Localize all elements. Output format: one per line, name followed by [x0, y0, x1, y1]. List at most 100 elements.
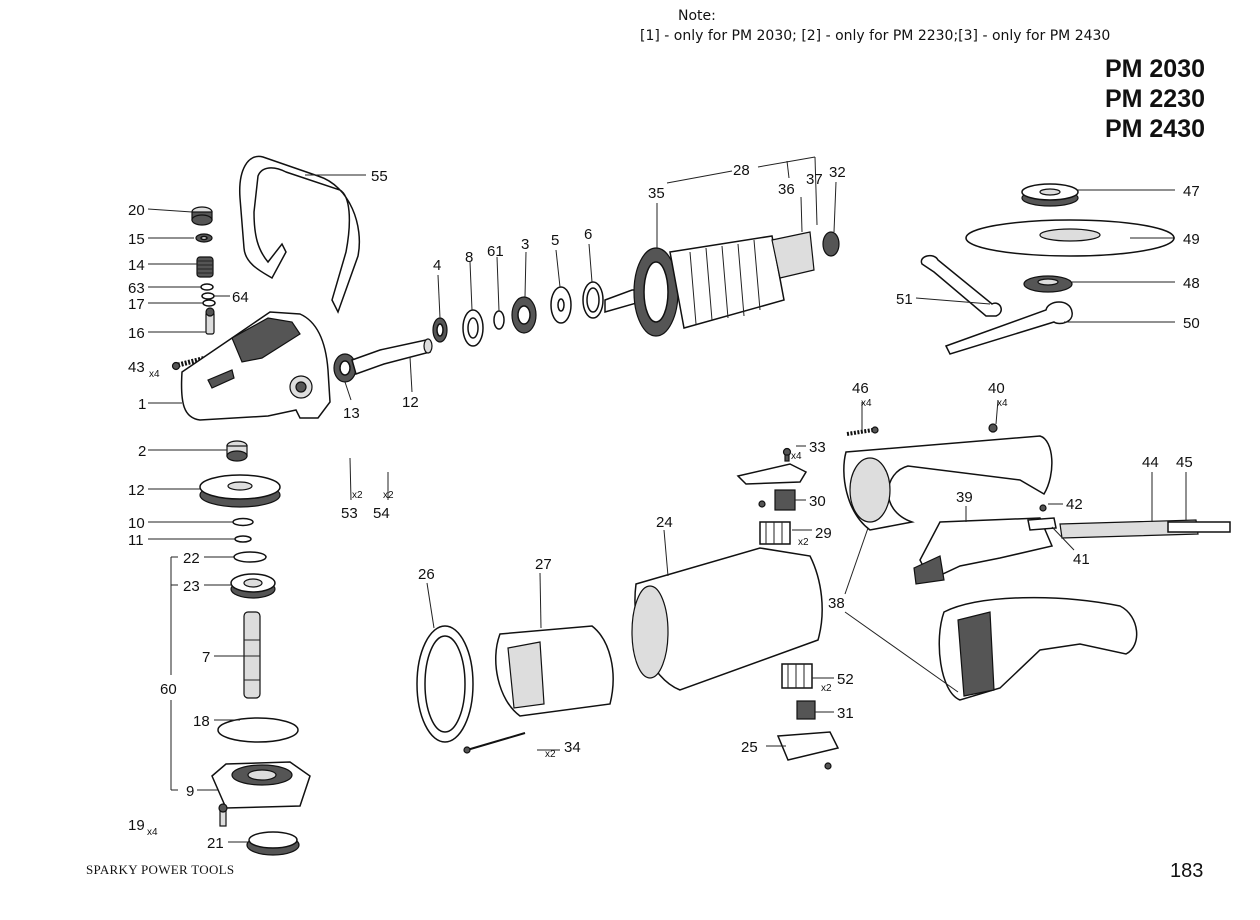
- label-64: 64: [232, 289, 249, 306]
- label-30: 30: [809, 493, 826, 510]
- part-31-filter: [796, 700, 816, 720]
- label-28: 28: [733, 162, 750, 179]
- quantity-46: x4: [861, 398, 872, 409]
- part-12-gear-wheel: [199, 474, 281, 508]
- part-48-flange: [1023, 275, 1073, 293]
- label-26: 26: [418, 566, 435, 583]
- part-3-bearing: [511, 296, 537, 334]
- part-42-screw: [1039, 504, 1047, 512]
- part-61-ring: [493, 310, 505, 330]
- note: Note: [1] - only for PM 2030; [2] - only…: [640, 6, 1160, 46]
- part-30-filter: [758, 489, 796, 511]
- label-27: 27: [535, 556, 552, 573]
- note-title: Note:: [678, 8, 716, 24]
- label-37: 37: [806, 171, 823, 188]
- label-60: 60: [160, 681, 177, 698]
- part-51-wrench: [920, 254, 1002, 317]
- part-14-spring: [196, 256, 214, 278]
- label-35: 35: [648, 185, 665, 202]
- part-17-ring: [202, 299, 216, 307]
- label-38: 38: [828, 595, 845, 612]
- part-45-cable: [1167, 521, 1231, 533]
- leader-lines: [147, 156, 1187, 843]
- label-19: 19: [128, 817, 145, 834]
- part-44-cable-protector: [1059, 519, 1199, 539]
- label-18: 18: [193, 713, 210, 730]
- part-18-o-ring: [217, 717, 299, 743]
- label-25: 25: [741, 739, 758, 756]
- part-41-clamp: [1027, 517, 1057, 531]
- label-48: 48: [1183, 275, 1200, 292]
- part-15-washer: [195, 233, 213, 243]
- part-46-screw: [846, 426, 879, 436]
- label-3: 3: [521, 236, 529, 253]
- model-list: PM 2030 PM 2230 PM 2430: [1105, 54, 1205, 144]
- part-12-shaft: [351, 338, 433, 375]
- part-16-pin: [205, 307, 215, 335]
- quantity-40: x4: [997, 398, 1008, 409]
- label-39: 39: [956, 489, 973, 506]
- label-10: 10: [128, 515, 145, 532]
- part-43-screw: [171, 352, 219, 371]
- label-12-gear: 12: [128, 482, 145, 499]
- part-20-nut: [191, 206, 213, 226]
- label-11: 11: [128, 532, 144, 549]
- quantity-43: x4: [149, 369, 160, 380]
- part-4-bearing-shield: [432, 317, 448, 343]
- label-45: 45: [1176, 454, 1193, 471]
- label-7: 7: [202, 649, 210, 666]
- label-29: 29: [815, 525, 832, 542]
- label-9: 9: [186, 783, 194, 800]
- part-40-screw: [988, 423, 998, 433]
- page-number: 183: [1170, 860, 1204, 882]
- label-1: 1: [138, 396, 146, 413]
- part-23-bearing: [230, 573, 276, 599]
- label-53: 53: [341, 505, 358, 522]
- quantity-54: x2: [383, 490, 394, 501]
- label-42: 42: [1066, 496, 1083, 513]
- part-8-ring: [462, 309, 484, 347]
- label-15: 15: [128, 231, 145, 248]
- label-23: 23: [183, 578, 200, 595]
- label-8: 8: [465, 249, 473, 266]
- quantity-19: x4: [147, 827, 158, 838]
- part-36-cover: [736, 463, 808, 485]
- part-55-handle: [239, 155, 361, 314]
- quantity-34: x2: [545, 749, 556, 760]
- quantity-29: x2: [798, 537, 809, 548]
- part-24-motor-housing: [631, 547, 823, 691]
- label-41: 41: [1073, 551, 1090, 568]
- label-13: 13: [343, 405, 360, 422]
- label-36: 36: [778, 181, 795, 198]
- part-22-circlip: [233, 551, 267, 563]
- label-12-shaft: 12: [402, 394, 419, 411]
- part-19-screw: [218, 803, 228, 827]
- part-7-spindle: [243, 611, 261, 699]
- model-pm-2230: PM 2230: [1104, 85, 1205, 113]
- label-16: 16: [128, 325, 145, 342]
- model-pm-2430: PM 2430: [1104, 115, 1205, 143]
- part-29-switch: [759, 521, 791, 545]
- label-49: 49: [1183, 231, 1200, 248]
- label-22: 22: [183, 550, 200, 567]
- part-21-cover: [246, 831, 300, 856]
- label-44: 44: [1142, 454, 1159, 471]
- label-55: 55: [371, 168, 388, 185]
- label-52: 52: [837, 671, 854, 688]
- label-40: 40: [988, 380, 1005, 397]
- label-24: 24: [656, 514, 673, 531]
- label-54: 54: [373, 505, 390, 522]
- quantity-33: x4: [791, 451, 802, 462]
- part-38-handle-lower: [938, 596, 1138, 701]
- brand-footer: SPARKY POWER TOOLS: [86, 862, 235, 877]
- callout-labels: 20 15 14 63 64 17 16 43 x4 1 2 12 10 11 …: [128, 162, 1200, 852]
- label-17: 17: [128, 296, 145, 313]
- label-4: 4: [433, 257, 441, 274]
- label-20: 20: [128, 202, 145, 219]
- label-5: 5: [551, 232, 559, 249]
- part-47-nut: [1021, 183, 1079, 207]
- label-34: 34: [564, 739, 581, 756]
- label-51: 51: [896, 291, 913, 308]
- part-10-washer: [232, 517, 254, 527]
- part-49-disc: [965, 219, 1175, 257]
